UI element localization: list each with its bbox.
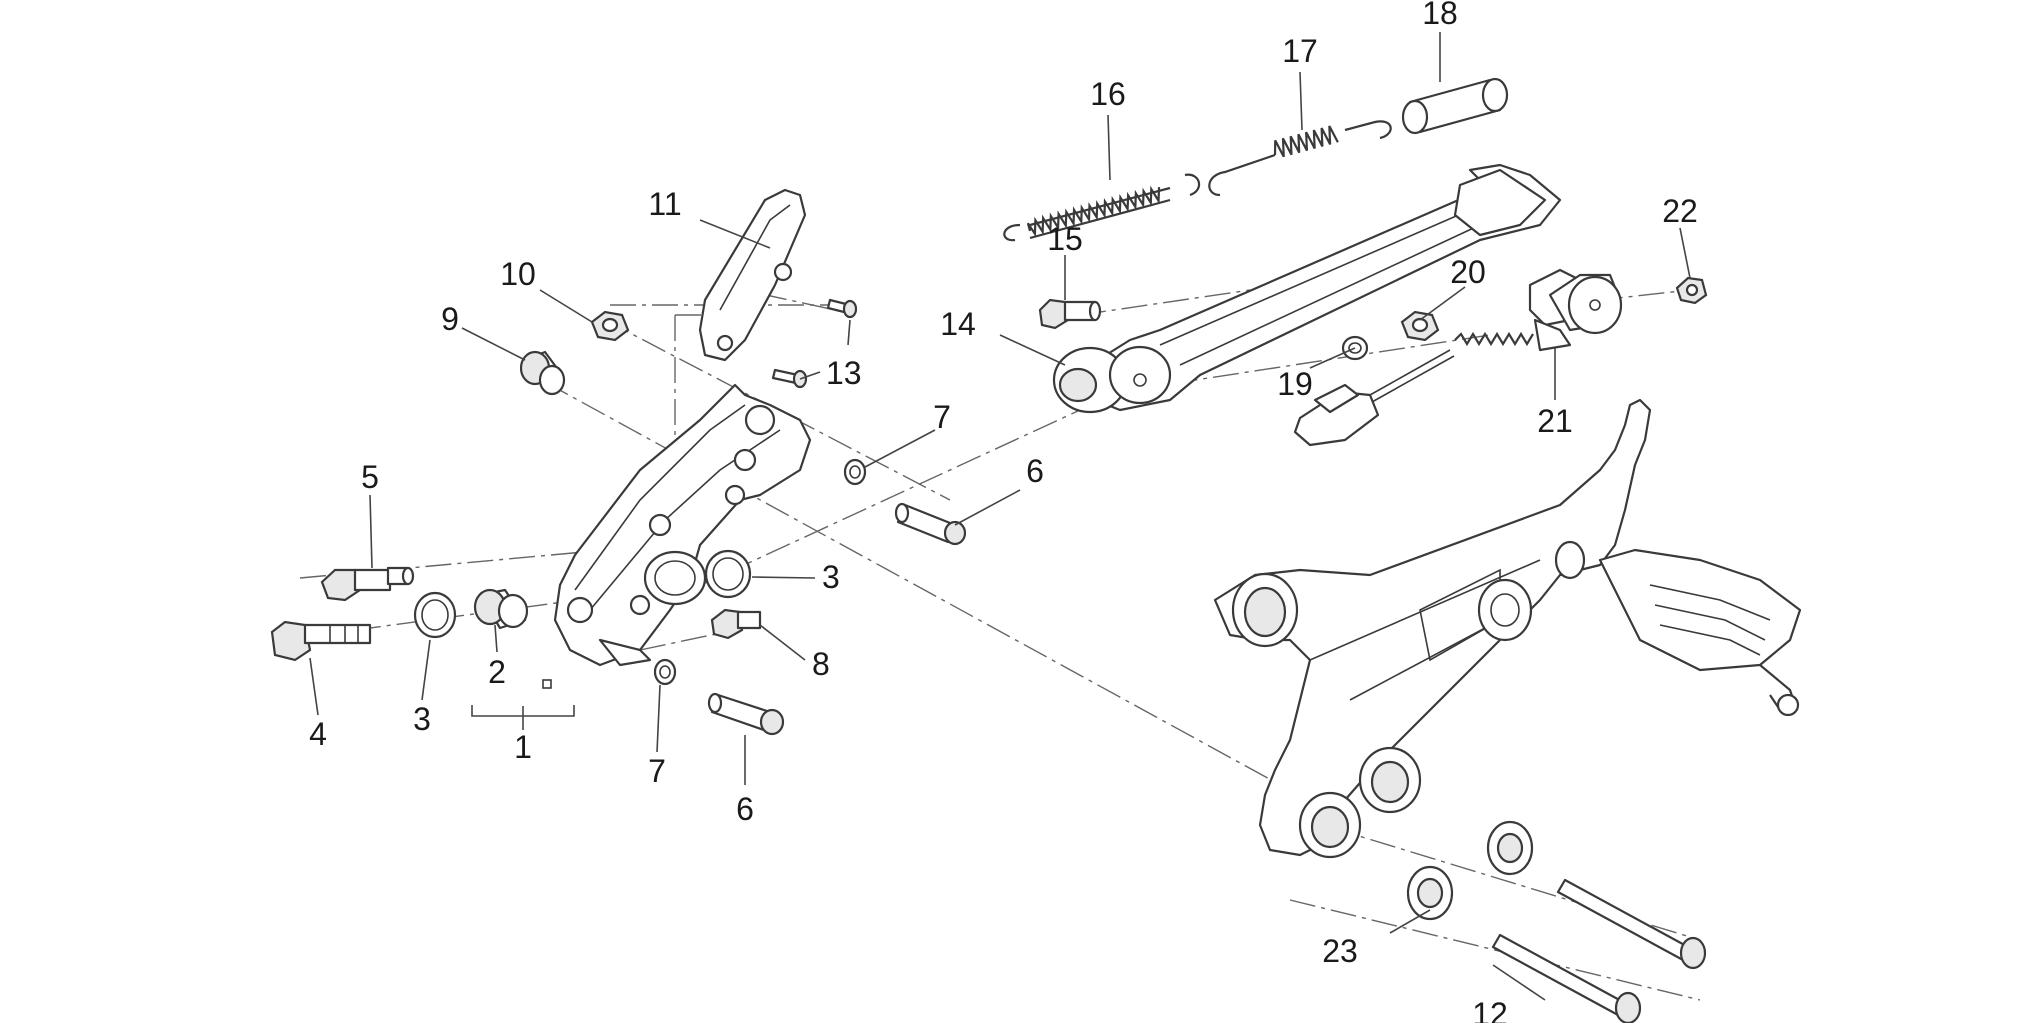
washer-7-top xyxy=(843,458,867,486)
nut-22 xyxy=(1675,276,1708,305)
callout-8: 8 xyxy=(812,646,830,682)
sleeve-18 xyxy=(1401,77,1509,135)
callout-22: 22 xyxy=(1662,193,1698,229)
washer-3-left xyxy=(413,591,457,639)
axis-bolt-15 xyxy=(1079,289,1251,316)
callout-21: 21 xyxy=(1537,403,1573,439)
footrest-bracket xyxy=(1213,398,1652,859)
axis-nut-10 xyxy=(604,319,951,501)
guard-plate-11 xyxy=(698,188,807,362)
callout-17: 17 xyxy=(1282,33,1318,69)
spring-16-coils xyxy=(1026,185,1161,238)
axis-stand xyxy=(689,409,1081,591)
group-marker xyxy=(542,679,552,689)
stand-bracket xyxy=(553,383,812,667)
bolt-12-upper xyxy=(1556,878,1707,970)
bolt-12-lower xyxy=(1491,933,1642,1025)
callout-10: 10 xyxy=(500,256,536,292)
callout-6-top: 6 xyxy=(1026,453,1044,489)
nut-10 xyxy=(590,310,630,342)
nut-20 xyxy=(1400,310,1440,342)
bush-9 xyxy=(519,350,566,396)
spring-16 xyxy=(1003,173,1201,242)
callout-11: 11 xyxy=(648,186,681,222)
callout-9: 9 xyxy=(441,301,459,337)
callout-3-right: 3 xyxy=(822,559,840,595)
callout-13: 13 xyxy=(826,355,862,391)
callout-19: 19 xyxy=(1277,366,1313,402)
bush-8 xyxy=(710,608,762,640)
callout-6-bottom: 6 xyxy=(736,791,754,827)
callout-5: 5 xyxy=(361,459,379,495)
axis-bush-8 xyxy=(639,629,736,651)
callout-7-top: 7 xyxy=(933,399,951,435)
switch-21 xyxy=(1293,268,1623,447)
callout-20: 20 xyxy=(1450,254,1486,290)
footpeg xyxy=(1598,548,1802,717)
callout-18: 18 xyxy=(1422,0,1458,31)
callout-3-left: 3 xyxy=(413,701,431,737)
side-stand-14 xyxy=(1052,163,1562,414)
pin-6-bottom xyxy=(707,692,785,736)
bolt-15 xyxy=(1038,298,1102,330)
callout-16: 16 xyxy=(1090,76,1126,112)
callout-1: 1 xyxy=(514,729,532,765)
spring-17-coils xyxy=(1273,125,1339,158)
callout-14: 14 xyxy=(940,306,976,342)
callout-23: 23 xyxy=(1322,933,1358,969)
washer-23-top xyxy=(1486,820,1534,876)
pivot-bolt-5 xyxy=(320,566,415,602)
callout-7-bottom: 7 xyxy=(648,753,666,789)
washer-7-bottom xyxy=(653,658,677,686)
callout-4: 4 xyxy=(309,716,327,752)
spring-17 xyxy=(1208,120,1392,197)
pin-6-top xyxy=(894,502,967,546)
screws-13 xyxy=(771,298,858,389)
callout-15: 15 xyxy=(1047,221,1083,257)
leader-lines xyxy=(309,32,1691,1001)
callout-2: 2 xyxy=(488,654,506,690)
washer-3-right xyxy=(704,549,752,599)
washer-23-bottom xyxy=(1406,865,1454,921)
bolt-4 xyxy=(270,620,372,662)
callout-labels: 1 2 3 3 4 5 6 6 7 7 8 9 10 11 12 13 14 1… xyxy=(309,0,1698,1028)
callout-12: 12 xyxy=(1472,996,1508,1023)
axis-bolt-12 xyxy=(1289,899,1701,1001)
spacer-2 xyxy=(473,588,529,630)
